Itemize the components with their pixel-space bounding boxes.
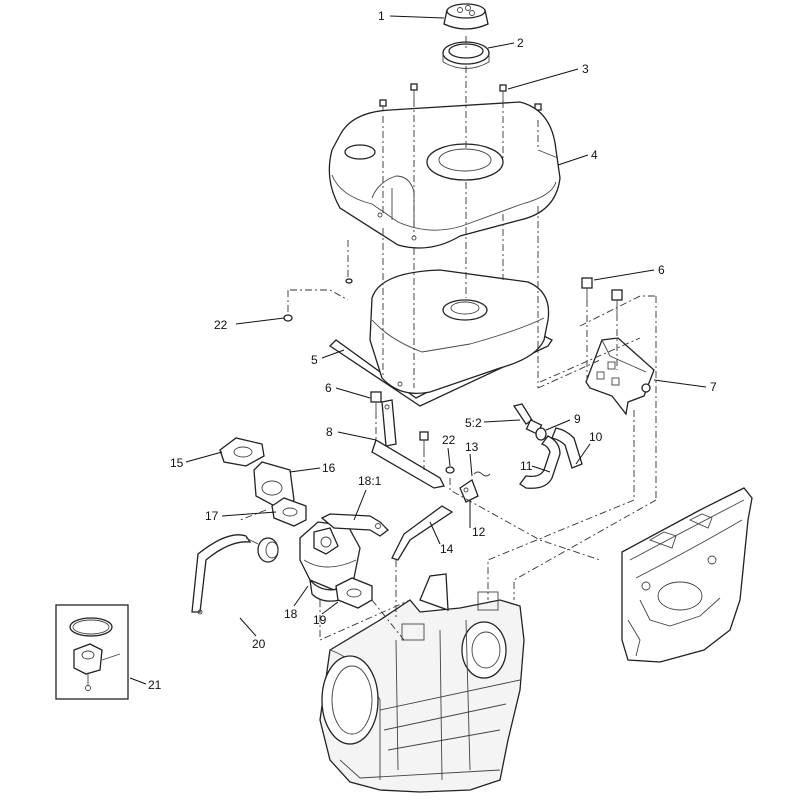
callout-10: 10: [589, 430, 603, 444]
engine-block: [319, 573, 525, 793]
callout-22-left: 22: [214, 318, 228, 332]
fuel-cap: [443, 3, 489, 30]
carburetor-gasket: [271, 497, 307, 527]
engine-frame-panel: [621, 487, 753, 663]
callout-15: 15: [170, 456, 184, 470]
callout-5-2: 5:2: [465, 416, 482, 430]
fuel-tank-shroud: [328, 101, 561, 249]
callout-16: 16: [322, 461, 336, 475]
choke-rod: [391, 505, 454, 561]
callout-22-mid: 22: [442, 433, 456, 447]
callout-7: 7: [710, 380, 717, 394]
callout-2: 2: [517, 36, 524, 50]
fuel-cap-gasket: [442, 41, 490, 69]
hose-clamp: [535, 427, 547, 441]
callout-21: 21: [148, 678, 162, 692]
callout-6-top: 6: [658, 263, 665, 277]
fuel-line: [519, 435, 561, 489]
nut-22: [283, 278, 455, 474]
lever-12: [459, 479, 479, 503]
callout-8: 8: [326, 425, 333, 439]
throttle-bracket: [371, 399, 445, 489]
choke-linkage: [320, 513, 389, 537]
bracket-bolts: [370, 277, 623, 450]
callout-9: 9: [574, 412, 581, 426]
intake-gasket: [219, 437, 265, 467]
callout-5: 5: [311, 353, 318, 367]
callout-12: 12: [472, 525, 486, 539]
inset-box: [55, 604, 129, 700]
callout-3: 3: [582, 62, 589, 76]
fuel-hose: [551, 427, 583, 469]
callout-19: 19: [313, 613, 327, 627]
callout-14: 14: [440, 542, 454, 556]
mounting-bracket: [585, 337, 655, 416]
callout-13: 13: [465, 440, 479, 454]
callout-17: 17: [205, 509, 219, 523]
leader-lines: [129, 15, 707, 685]
callout-labels: 1 2 3 4 6 22 5 7 6 5:2 9 8 22 13 10 15 1…: [148, 9, 717, 692]
assembly-lines: [239, 36, 657, 641]
carburetor: [299, 521, 361, 602]
primer-assembly: [191, 534, 279, 615]
callout-6-mid: 6: [325, 381, 332, 395]
callout-18-1: 18:1: [358, 474, 382, 488]
spring-13: [473, 471, 491, 477]
callout-18: 18: [284, 607, 298, 621]
callout-4: 4: [591, 148, 598, 162]
callout-11: 11: [520, 459, 533, 473]
fuel-tank: [328, 269, 553, 407]
callout-1: 1: [378, 9, 385, 23]
callout-20: 20: [252, 637, 266, 651]
